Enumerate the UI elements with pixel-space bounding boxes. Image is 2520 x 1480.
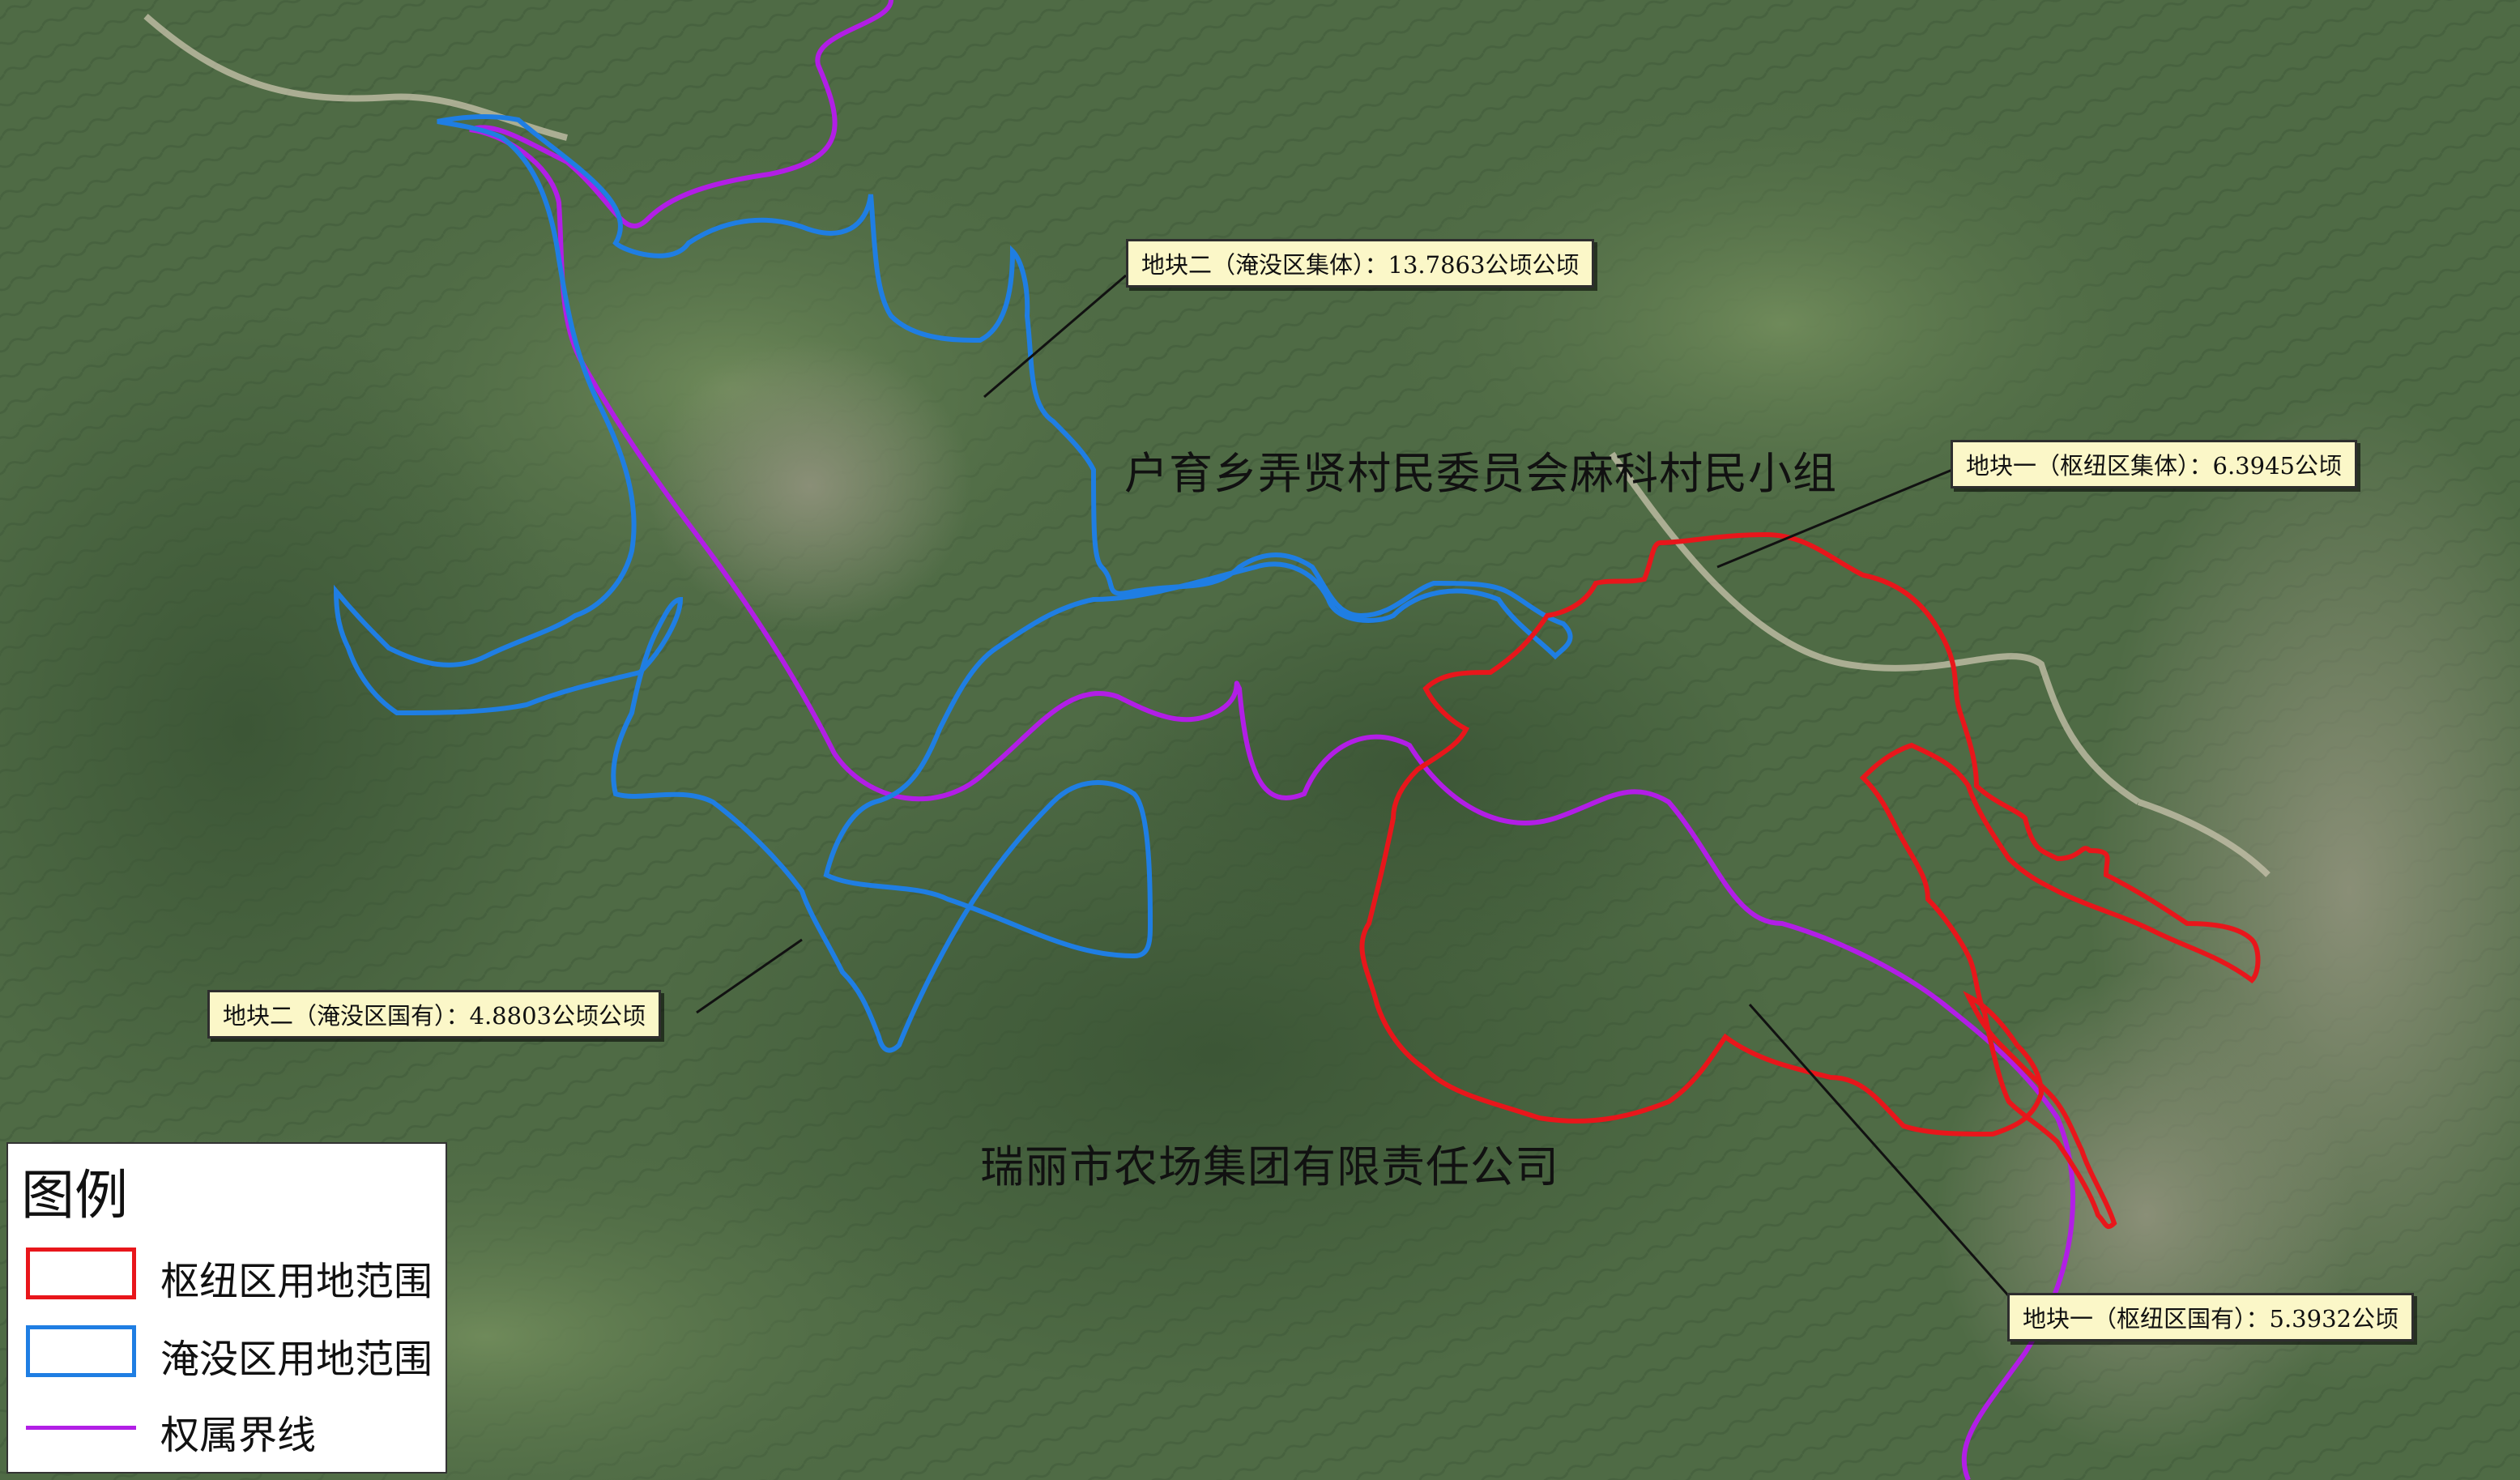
legend-label-ownership: 权属界线 [160, 1413, 317, 1458]
callout-hub-state: 地块一（枢纽区国有）：5.3932公顷 [2007, 1293, 2414, 1341]
legend-label-hub: 枢纽区用地范围 [160, 1259, 433, 1304]
legend-line-ownership [26, 1426, 136, 1430]
legend-item-ownership: 权属界线 [18, 1398, 439, 1460]
legend-item-flood: 淹没区用地范围 [18, 1322, 439, 1384]
callout-flood-state: 地块二（淹没区国有）：4.8803公顷公顷 [207, 990, 661, 1039]
legend-swatch-flood [26, 1325, 136, 1377]
hub-area-boundary [1359, 531, 2261, 1230]
farm-company-label: 瑞丽市农场集团有限责任公司 [980, 1141, 1559, 1192]
callout-hub-collective: 地块一（枢纽区集体）：6.3945公顷 [1951, 440, 2357, 488]
legend-swatch-hub [26, 1248, 136, 1299]
callout-flood-collective: 地块二（淹没区集体）：13.7863公顷公顷 [1126, 239, 1595, 288]
ownership-boundary-line [469, 0, 2076, 1480]
callout-leaders [696, 274, 2010, 1297]
legend-item-hub: 枢纽区用地范围 [18, 1244, 439, 1306]
legend-title: 图例 [21, 1164, 128, 1226]
village-group-label: 户育乡弄贤村民委员会麻科村民小组 [1124, 448, 1837, 499]
legend-label-flood: 淹没区用地范围 [160, 1337, 433, 1382]
flood-area-boundary [333, 114, 1573, 1053]
map-legend: 图例 枢纽区用地范围 淹没区用地范围 权属界线 [6, 1142, 447, 1474]
